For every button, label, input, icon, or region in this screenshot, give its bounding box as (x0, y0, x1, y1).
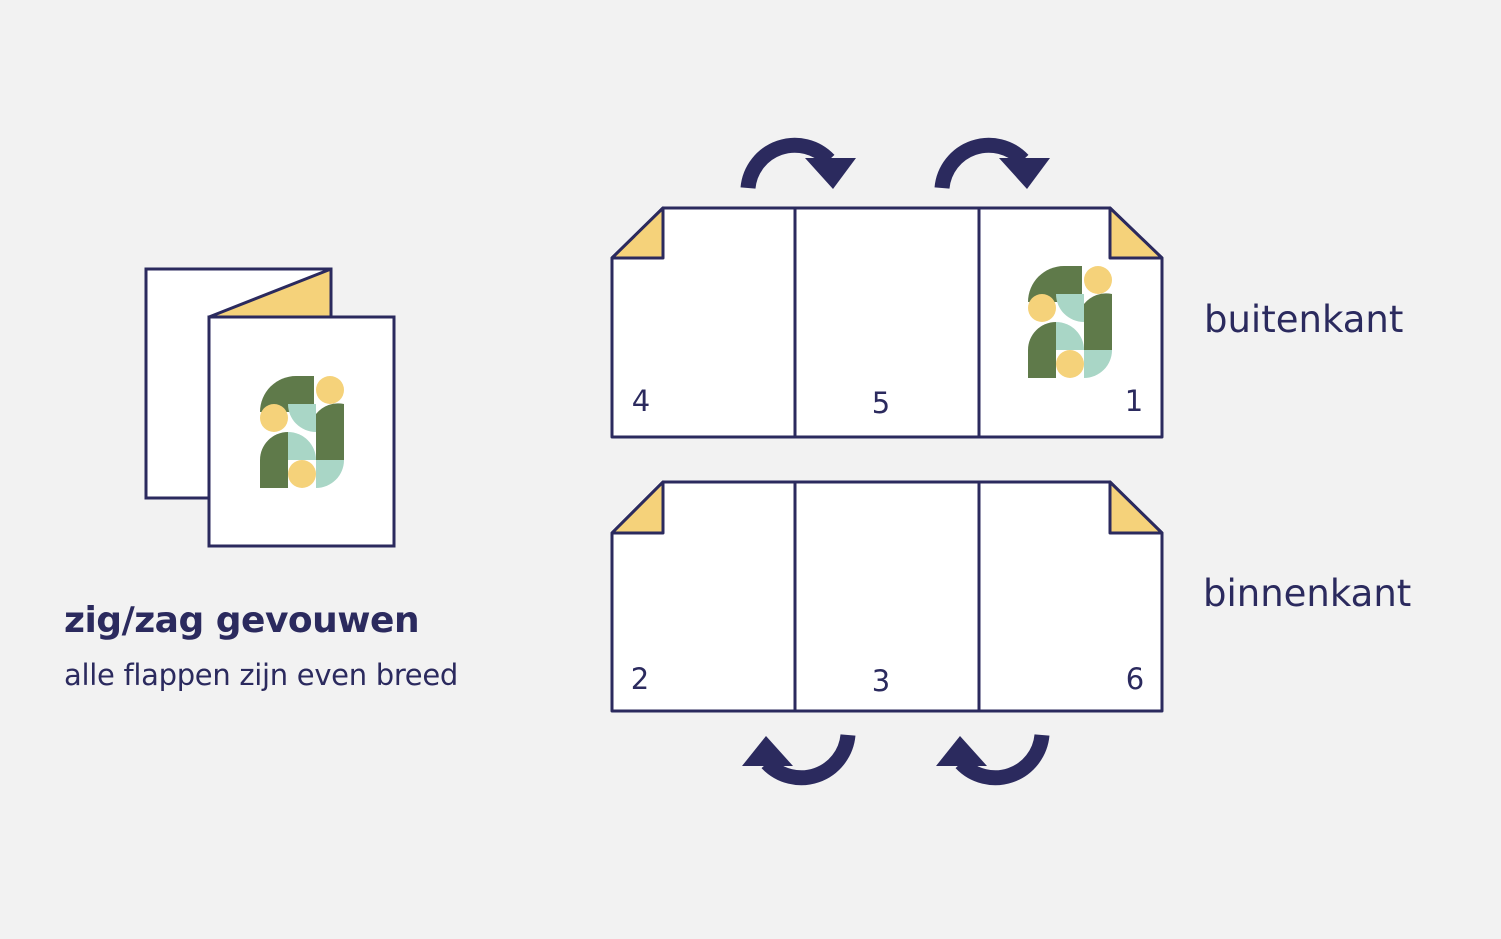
folded-leaflet-icon (144, 267, 396, 548)
fold-arrow-icon (936, 733, 1050, 786)
outside-label: buitenkant (1204, 298, 1404, 341)
panel-number: 6 (1126, 662, 1144, 696)
outside-strip: 4 5 1 (610, 206, 1164, 439)
panel-number: 2 (631, 662, 649, 696)
fold-arrow-icon (740, 137, 856, 190)
page-title: zig/zag gevouwen (64, 600, 420, 641)
fold-arrow-icon (742, 733, 856, 786)
panel-number: 3 (872, 664, 890, 698)
panel-number: 1 (1125, 384, 1143, 418)
fold-corner-right (1108, 206, 1164, 260)
page-subtitle: alle flappen zijn even breed (64, 658, 459, 692)
inside-strip: 2 3 6 (610, 480, 1164, 713)
panel-number: 4 (632, 384, 650, 418)
fold-corner-right (1108, 480, 1164, 535)
fold-corner-left (610, 206, 665, 260)
inside-label: binnenkant (1203, 572, 1412, 615)
panel-number: 5 (872, 386, 890, 420)
fold-arrow-icon (934, 137, 1050, 190)
fold-corner-left (610, 480, 665, 535)
